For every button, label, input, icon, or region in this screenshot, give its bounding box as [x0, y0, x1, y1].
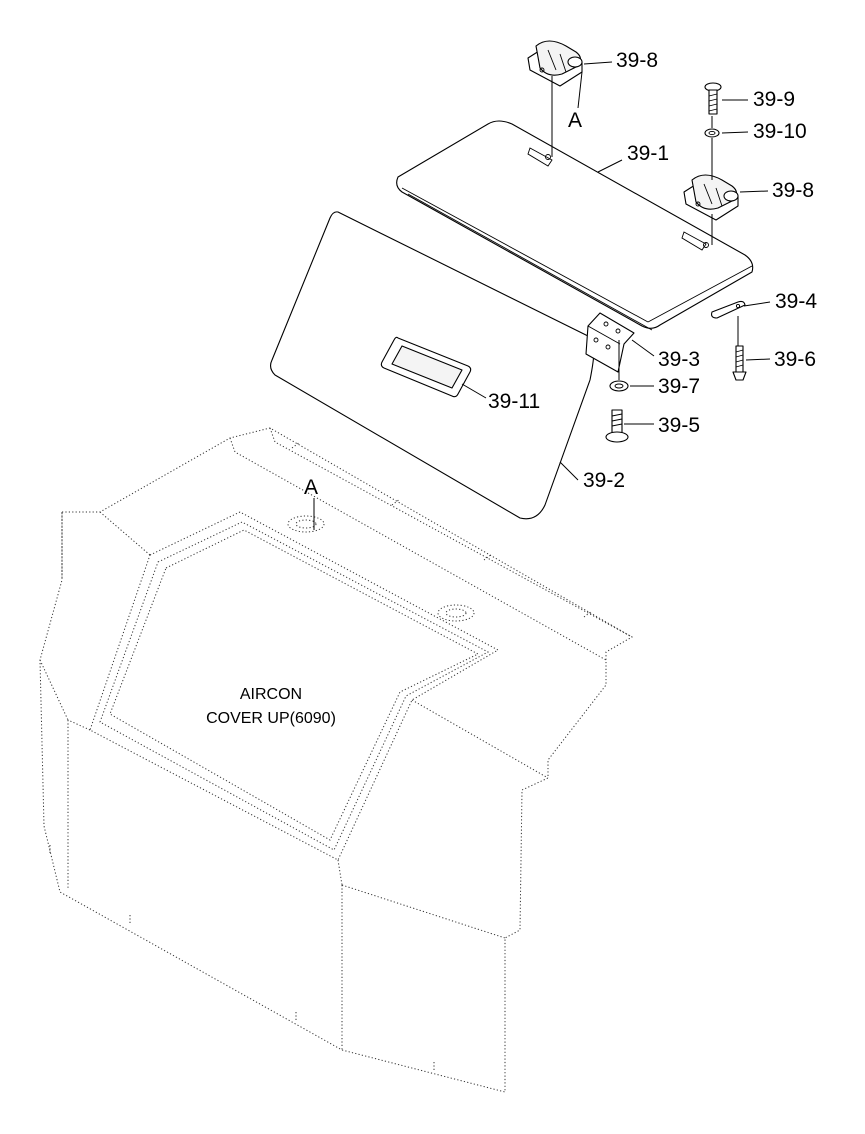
cover-note-line-2: COVER UP(6090): [206, 710, 336, 727]
aircon-cover-housing: [39, 427, 634, 1093]
part-39-7-washer: [609, 380, 629, 392]
part-39-11-handle: [380, 336, 472, 398]
part-39-6-screw: [732, 345, 747, 381]
callout-39-6: 39-6: [774, 348, 816, 371]
callout-39-5: 39-5: [658, 414, 700, 437]
callout-39-8-top: 39-8: [616, 49, 658, 72]
callout-39-10: 39-10: [753, 120, 807, 143]
part-39-1-lid: [396, 120, 754, 331]
callout-39-8-side: 39-8: [772, 179, 814, 202]
callouts: 39-8 A 39-9 39-10 39-1 39-8 39-4 39-6 39…: [304, 49, 817, 499]
part-39-10-washer: [704, 128, 720, 138]
callout-39-1: 39-1: [627, 142, 669, 165]
cover-note-line-1: AIRCON: [240, 686, 302, 703]
assembly-lines: [313, 76, 739, 530]
leader-lines: [461, 61, 771, 481]
callout-39-11: 39-11: [488, 390, 540, 413]
part-39-4-strip: [711, 300, 746, 319]
callout-39-7: 39-7: [658, 375, 700, 398]
part-39-8-hinge-side: [683, 174, 739, 221]
callout-39-2: 39-2: [583, 469, 625, 492]
detail-mark-a-upper: A: [568, 109, 582, 132]
part-39-8-hinge-top: [527, 40, 583, 87]
part-39-5-bolt: [605, 409, 629, 443]
callout-39-4: 39-4: [775, 290, 817, 313]
detail-mark-a-lower: A: [304, 476, 318, 499]
cover-note: AIRCON COVER UP(6090): [206, 686, 336, 727]
callout-39-3: 39-3: [658, 348, 700, 371]
part-39-9-screw: [704, 82, 722, 115]
callout-39-9: 39-9: [753, 88, 795, 111]
part-39-3-bracket: [585, 312, 635, 373]
